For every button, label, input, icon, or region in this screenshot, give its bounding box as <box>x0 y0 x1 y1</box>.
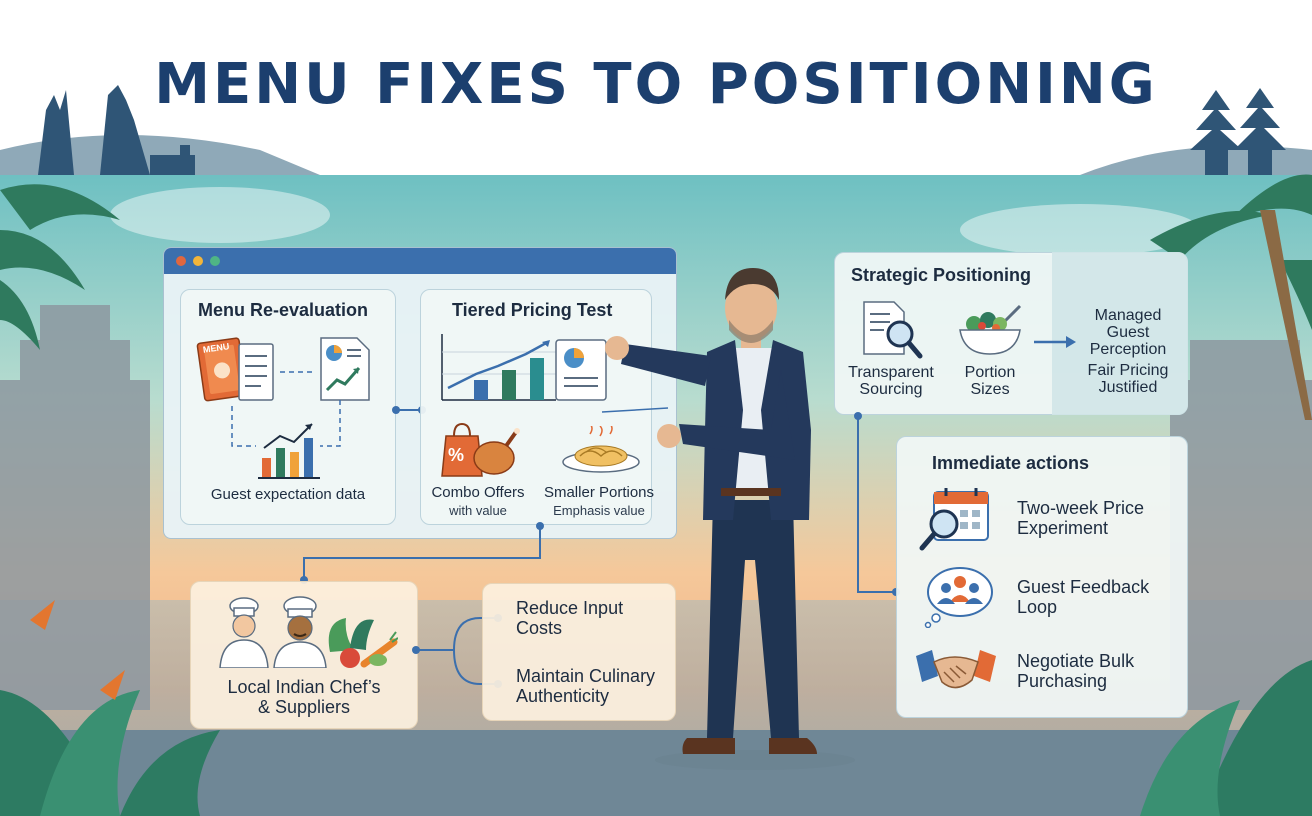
action-feedback-loop-line2: Loop <box>1017 597 1058 617</box>
browser-title-bar <box>164 248 676 274</box>
foliage-right <box>1140 660 1312 816</box>
outcome-line5: Justified <box>1098 379 1158 396</box>
outcome-line4: Fair Pricing <box>1087 362 1169 379</box>
goal-authenticity-line1: Maintain Culinary <box>516 666 656 686</box>
pointer-line <box>601 407 669 413</box>
arrow-right-icon <box>1034 336 1076 348</box>
temple-left-silhouette <box>38 85 195 175</box>
browser-to-chefs-connector <box>300 522 544 584</box>
noodle-plate-icon <box>562 426 640 473</box>
action-bulk-purchasing-line1: Negotiate Bulk <box>1017 651 1135 671</box>
combo-offers-label: Combo Offers <box>431 484 525 501</box>
outcome-line3: Perception <box>1089 341 1167 358</box>
chefs-label-line1: Local Indian Chef’s <box>227 677 381 697</box>
window-minimize-dot[interactable] <box>193 256 203 266</box>
action-feedback-loop-line1: Guest Feedback <box>1017 577 1150 597</box>
page-title: MENU FIXES TO POSITIONING <box>154 52 1158 117</box>
goal-reduce-costs-line2: Costs <box>516 618 563 638</box>
bar-chart-icon <box>258 423 320 479</box>
transparent-sourcing-line2: Sourcing <box>859 381 923 398</box>
calendar-search-icon <box>919 488 989 551</box>
stone-gate-left <box>0 305 150 710</box>
chef-icon <box>219 596 327 668</box>
menu-reevaluation-card <box>180 289 396 525</box>
smaller-portions-label: Smaller Portions <box>543 484 655 501</box>
foliage-left <box>0 690 220 816</box>
action-price-experiment-line1: Two-week Price <box>1017 498 1145 518</box>
guest-expectation-data-label: Guest expectation data <box>210 486 366 503</box>
portion-sizes-line1: Portion <box>964 364 1016 381</box>
line-chart-icon <box>441 334 607 401</box>
goal-reduce-costs-line1: Reduce Input <box>516 598 624 618</box>
tiered-pricing-title: Tiered Pricing Test <box>452 300 613 320</box>
goals-card <box>482 583 676 721</box>
menu-icon <box>196 337 274 402</box>
action-price-experiment-line2: Experiment <box>1017 518 1109 538</box>
salad-bowl-icon <box>959 304 1022 355</box>
clouds <box>110 187 1200 256</box>
handshake-icon <box>916 650 996 689</box>
transparent-sourcing-line1: Transparent <box>848 364 934 381</box>
pagodas-right <box>1190 88 1286 175</box>
outcome-line1: Managed <box>1094 307 1162 324</box>
goal-authenticity-line2: Authenticity <box>516 686 610 706</box>
action-bulk-purchasing-line2: Purchasing <box>1017 671 1108 691</box>
combo-bag-icon <box>441 422 520 477</box>
strategic-positioning-title: Strategic Positioning <box>851 265 1032 285</box>
bird-of-paradise-flowers <box>30 600 125 700</box>
report-icon <box>320 337 370 401</box>
positioning-outcome-panel <box>1052 252 1188 415</box>
menu-reevaluation-title: Menu Re-evaluation <box>198 300 369 320</box>
outcome-line2: Guest <box>1106 324 1150 341</box>
vegetables-icon <box>328 618 398 668</box>
portion-sizes-line2: Sizes <box>970 381 1010 398</box>
percent-glyph: % <box>448 445 465 465</box>
immediate-actions-title: Immediate actions <box>932 453 1090 473</box>
presenter-figure <box>605 268 855 770</box>
palm-right <box>1150 174 1312 420</box>
smaller-portions-sub: Emphasis value <box>553 503 645 518</box>
window-close-dot[interactable] <box>176 256 186 266</box>
palm-left <box>0 184 120 350</box>
window-maximize-dot[interactable] <box>210 256 220 266</box>
combo-offers-sub: with value <box>449 503 507 518</box>
feedback-bubble-icon <box>924 567 993 628</box>
menu-flow-connectors <box>231 371 341 447</box>
tiered-pricing-card <box>420 289 652 525</box>
stone-gate-right <box>1170 340 1312 710</box>
chefs-label-line2: & Suppliers <box>257 697 351 717</box>
document-search-icon <box>863 301 923 359</box>
